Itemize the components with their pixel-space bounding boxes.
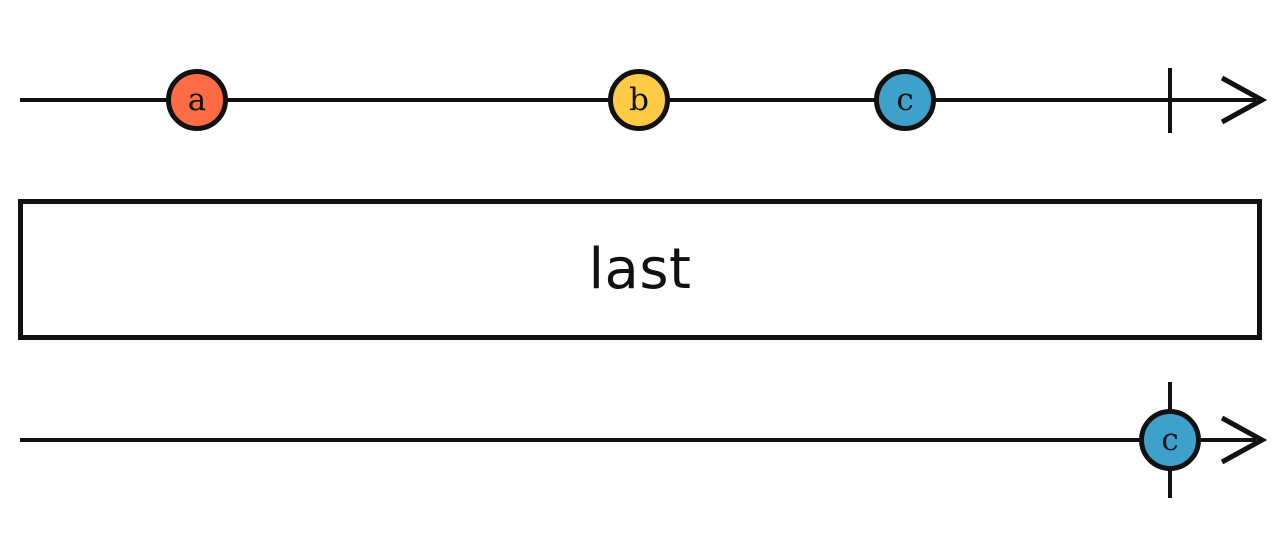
marble-a[interactable]: a: [166, 69, 228, 131]
marble-label: c: [896, 81, 914, 118]
output-arrowhead-icon: [1220, 415, 1268, 465]
marble-c[interactable]: c: [874, 69, 936, 131]
marble-label: c: [1161, 421, 1179, 458]
marble-c: c: [1139, 409, 1201, 471]
marble-label: a: [187, 81, 207, 118]
input-arrowhead-icon: [1220, 75, 1268, 125]
operator-box: last: [18, 199, 1262, 340]
marble-label: b: [629, 81, 649, 118]
marble-b[interactable]: b: [608, 69, 670, 131]
operator-label: last: [588, 237, 692, 302]
